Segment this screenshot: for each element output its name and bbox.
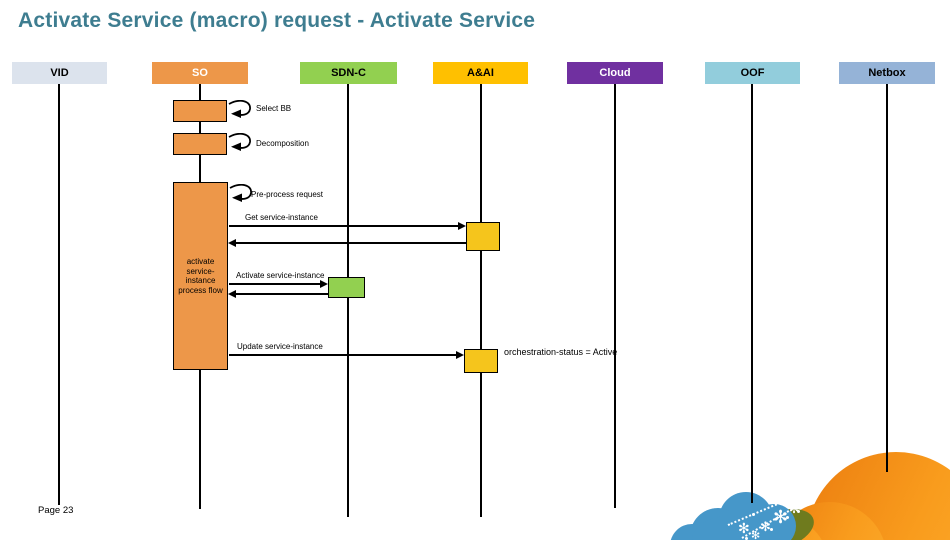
arrow-activate-service-instance-return	[236, 293, 328, 295]
label-select-bb: Select BB	[256, 104, 292, 113]
sparkle-dot	[797, 510, 800, 513]
arrow-activate-service-instance	[229, 283, 321, 285]
sparkle-dot	[770, 528, 773, 531]
label-update-service-instance: Update service-instance	[237, 342, 323, 351]
arrow-get-service-instance	[229, 225, 459, 227]
sparkle-icon: ✻	[738, 520, 750, 536]
activation-so-select-bb	[173, 100, 227, 122]
sparkle-dot	[745, 537, 748, 540]
activation-aai-update	[464, 349, 498, 373]
lifeline-header-cloud: Cloud	[567, 62, 663, 84]
self-message-loop-icon	[228, 133, 251, 151]
sparkle-icon: ✻	[751, 530, 761, 540]
label-get-service-instance: Get service-instance	[245, 213, 318, 222]
lifeline-header-vid: VID	[12, 62, 107, 84]
lifeline-header-oof: OOF	[705, 62, 800, 84]
lifeline-aai	[480, 84, 482, 517]
lifeline-netbox	[886, 84, 888, 472]
activation-so-decomposition	[173, 133, 227, 155]
lifeline-header-aai: A&AI	[433, 62, 528, 84]
lifeline-sdnc	[347, 84, 349, 517]
sparkle-dot	[752, 513, 755, 516]
activation-aai-get	[466, 222, 500, 251]
activation-so-process-flow	[173, 182, 228, 370]
label-pre-process-request: Pre-process request	[251, 190, 324, 199]
status-note: orchestration-status = Active	[504, 347, 618, 357]
activation-note: activate service-instance process flow	[173, 182, 228, 370]
self-message-loop-icon	[229, 184, 252, 202]
sparkle-icon: ✻	[789, 502, 800, 516]
arrow-get-service-instance-return	[236, 242, 466, 244]
self-message-loop-icon	[228, 100, 251, 118]
arrowhead-left-icon	[228, 238, 236, 247]
lifeline-header-so: SO	[152, 62, 248, 84]
sparkle-icon: ✻	[801, 497, 811, 509]
arrowhead-left-icon	[228, 289, 236, 298]
slide-title: Activate Service (macro) request - Activ…	[18, 9, 536, 32]
lifeline-header-sdnc: SDN-C	[300, 62, 397, 84]
activation-note-text: activate service-instance process flow	[178, 257, 223, 295]
lifeline-header-netbox: Netbox	[839, 62, 935, 84]
sparkle-icon: ✻	[773, 507, 789, 527]
lifeline-oof	[751, 84, 753, 503]
page-number: Page 23	[38, 505, 74, 516]
label-decomposition: Decomposition	[256, 139, 309, 148]
arrow-update-service-instance	[229, 354, 457, 356]
activation-sdnc	[328, 277, 365, 298]
lifeline-vid	[58, 84, 60, 505]
lifeline-cloud	[614, 84, 616, 508]
arrowhead-right-icon	[456, 350, 464, 359]
arrowhead-right-icon	[320, 279, 328, 288]
label-activate-service-instance: Activate service-instance	[236, 271, 325, 280]
sparkle-dot	[786, 516, 789, 519]
arrowhead-right-icon	[458, 221, 466, 230]
sparkle-icon: ✻	[760, 519, 771, 534]
